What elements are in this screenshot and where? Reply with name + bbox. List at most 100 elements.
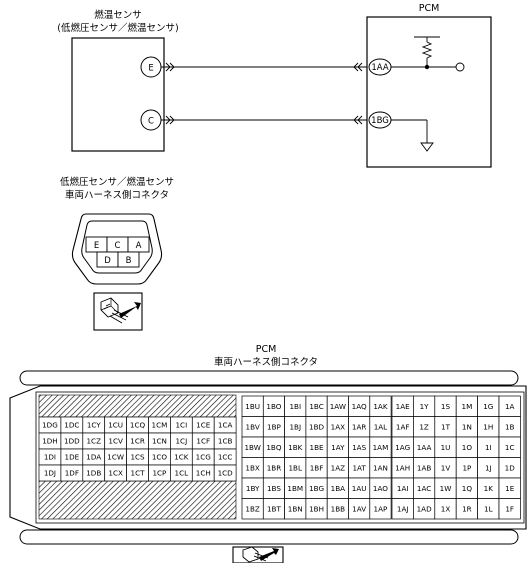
- pin-label: 1BO: [266, 402, 281, 411]
- pin-label: 1H: [483, 422, 493, 431]
- pin-label: 1BP: [267, 422, 282, 431]
- pcm-internal-circuit: [391, 36, 465, 152]
- pin-label: 1CY: [87, 421, 101, 430]
- pin-label: 1DH: [42, 437, 58, 446]
- pin-label: 1AD: [417, 504, 432, 513]
- pin-label: 1CJ: [175, 437, 187, 446]
- pin-label: 1F: [505, 504, 514, 513]
- pin-label: 1AM: [373, 443, 389, 452]
- pin-label: 1BJ: [289, 422, 301, 431]
- pin-label: 1O: [462, 443, 473, 452]
- pin-label: 1BI: [289, 402, 301, 411]
- pin-label: 1N: [462, 422, 472, 431]
- pin-label: 1W: [440, 484, 452, 493]
- pin-label: 1BR: [267, 463, 282, 472]
- pin-label: 1AX: [331, 422, 345, 431]
- pin-label: 1BL: [288, 463, 302, 472]
- pin-label: 1CL: [175, 469, 189, 478]
- pin-label: 1CV: [108, 437, 123, 446]
- pin-label: 1BC: [309, 402, 323, 411]
- sensor-connector-cavities: [85, 236, 150, 268]
- pin-label: 1AH: [395, 463, 410, 472]
- pcm-title: PCM: [419, 3, 440, 14]
- sensor-box: [71, 37, 165, 152]
- pin-label: 1AJ: [397, 504, 409, 513]
- pin-label: 1CC: [218, 453, 233, 462]
- pin-label: 1AS: [352, 443, 366, 452]
- pin-label: 1BW: [244, 443, 260, 452]
- pin-label: 1CM: [152, 421, 168, 430]
- pin-label: 1BX: [245, 463, 260, 472]
- pin-label: 1CR: [130, 437, 145, 446]
- pin-label: 1CO: [152, 453, 168, 462]
- wire-c-1bg: [161, 115, 367, 125]
- pin-label: 1CF: [196, 437, 210, 446]
- pin-label: 1S: [441, 402, 451, 411]
- pin-label: 1AE: [396, 402, 410, 411]
- connector-view-icon: [93, 292, 143, 331]
- pin-label: 1AB: [417, 463, 431, 472]
- cavity-d: D: [104, 256, 111, 266]
- pin-label: 1DC: [64, 421, 79, 430]
- sensor-pin-e-label: E: [148, 64, 153, 74]
- pcm-connector-inner-frame: [35, 391, 525, 524]
- sensor-connector-subtitle: 車両ハーネス側コネクタ: [65, 189, 169, 201]
- pin-label: 1CI: [175, 421, 187, 430]
- pin-label: 1AV: [352, 504, 366, 513]
- pin-label: 1CA: [218, 421, 233, 430]
- pin-label: 1AC: [417, 484, 431, 493]
- pin-label: 1BZ: [245, 504, 260, 513]
- sensor-pin-c-label: C: [148, 117, 154, 127]
- pin-label: 1CH: [196, 469, 211, 478]
- pin-label: 1CP: [152, 469, 167, 478]
- pin-label: 1AR: [352, 422, 366, 431]
- pin-label: 1DB: [86, 469, 101, 478]
- pcm-pin-1bg-label: 1BG: [371, 116, 389, 126]
- pin-cell: [213, 464, 237, 482]
- pin-label: 1M: [462, 402, 473, 411]
- pin-label: 1CT: [131, 469, 146, 478]
- pin-label: 1BG: [309, 484, 324, 493]
- pcm-connector-bottom-latch: [19, 529, 519, 545]
- pin-label: 1T: [441, 422, 451, 431]
- pin-label: 1CS: [130, 453, 145, 462]
- pin-label: 1I: [485, 443, 492, 452]
- pin-label: 1AW: [330, 402, 346, 411]
- pin-label: 1AT: [352, 463, 366, 472]
- pin-label: 1AU: [352, 484, 367, 493]
- pin-label: 1DF: [65, 469, 79, 478]
- pin-label: 1BS: [267, 484, 281, 493]
- pin-label: 1DD: [64, 437, 80, 446]
- pin-label: 1J: [485, 463, 492, 472]
- pin-label: 1A: [505, 402, 515, 411]
- pin-label: 1CK: [174, 453, 189, 462]
- pin-label: 1DA: [86, 453, 101, 462]
- pin-label: 1B: [505, 422, 515, 431]
- pin-label: 1L: [484, 504, 493, 513]
- pin-label: 1BQ: [266, 443, 282, 452]
- cavity-c: C: [115, 241, 121, 251]
- pin-label: 1BM: [287, 484, 303, 493]
- pin-label: 1AY: [331, 443, 345, 452]
- pin-label: 1BF: [310, 463, 324, 472]
- pin-label: 1CX: [108, 469, 123, 478]
- pin-label: 1BD: [309, 422, 325, 431]
- pcm-connector-top-latch: [19, 370, 519, 386]
- pin-label: 1BV: [246, 422, 260, 431]
- sensor-title: 燃温センサ: [94, 9, 142, 21]
- pin-label: 1CG: [196, 453, 211, 462]
- pin-label: 1BK: [288, 443, 303, 452]
- pin-label: 1BA: [331, 484, 346, 493]
- pin-label: 1CQ: [130, 421, 146, 430]
- pin-label: 1E: [505, 484, 515, 493]
- pin-label: 1BU: [245, 402, 260, 411]
- pin-label: 1BE: [310, 443, 325, 452]
- pcm-connector-title: PCM: [256, 344, 277, 355]
- pin-label: 1AG: [395, 443, 410, 452]
- pin-label: 1Q: [462, 484, 473, 493]
- pin-label: 1BH: [309, 504, 324, 513]
- pin-label: 1DE: [65, 453, 80, 462]
- pcm-connector-view-icon: [232, 546, 284, 563]
